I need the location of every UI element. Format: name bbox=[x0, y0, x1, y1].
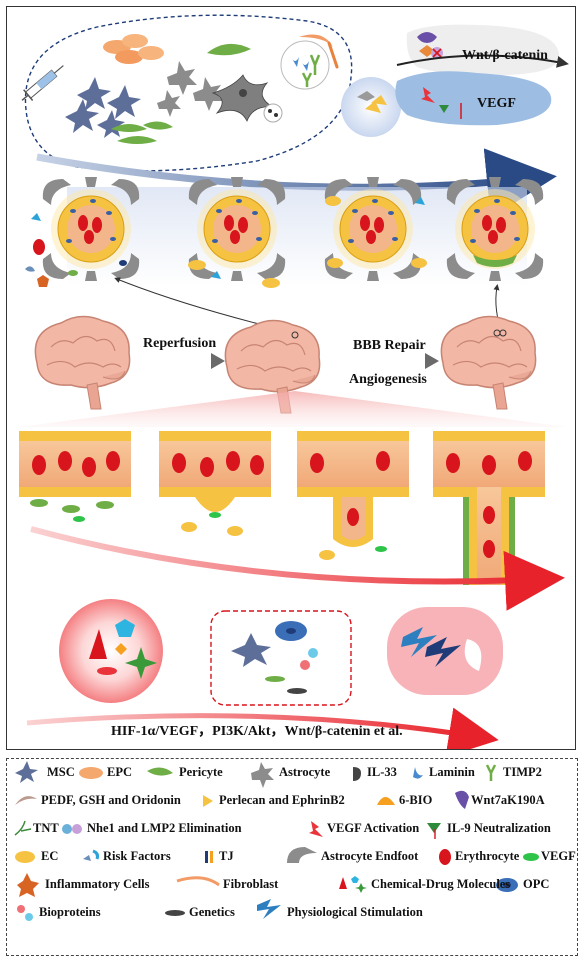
reperfusion-label: Reperfusion bbox=[143, 336, 216, 351]
chemical-drug-icon bbox=[339, 877, 347, 889]
legend-item-genetics: Genetics bbox=[189, 905, 235, 919]
legend-item-il9: IL-9 Neutralization bbox=[447, 821, 551, 835]
pericyte-cells bbox=[111, 121, 173, 144]
pathway-cloud bbox=[395, 24, 569, 126]
legend-item-wnt7a: Wnt7aK190A bbox=[471, 793, 545, 807]
angiogenesis-label: Angiogenesis bbox=[349, 372, 427, 387]
legend-item-perlecan: Perlecan and EphrinB2 bbox=[219, 793, 345, 807]
laminin-timp2-icon bbox=[280, 40, 330, 90]
stimulus-panel: HIF-1α/VEGF，PI3K/Akt，Wnt/β-catenin et al… bbox=[26, 599, 503, 749]
erythrocyte-icon bbox=[439, 849, 451, 865]
brain-icon-ischemic bbox=[34, 315, 131, 410]
vessel-tube-2 bbox=[159, 431, 271, 536]
legend-item-risk-factors: Risk Factors bbox=[103, 849, 171, 863]
tj-icon bbox=[205, 851, 208, 863]
legend-item-pedf: PEDF, GSH and Oridonin bbox=[41, 793, 181, 807]
drug-molecule-bubble bbox=[341, 77, 401, 137]
legend-item-epc: EPC bbox=[107, 765, 132, 779]
tnt-icon bbox=[14, 820, 32, 836]
chemical-drug-glow bbox=[59, 599, 163, 703]
il33-icon bbox=[353, 767, 361, 781]
vegf-icon bbox=[523, 853, 539, 861]
legend-item-tj: TJ bbox=[219, 849, 234, 863]
signaling-pathways-label: HIF-1α/VEGF，PI3K/Akt，Wnt/β-catenin et al… bbox=[111, 724, 403, 739]
scattered-damage-cells bbox=[25, 196, 427, 288]
pedf-icon bbox=[15, 796, 37, 805]
pericyte-large-icon bbox=[207, 43, 251, 56]
legend-item-tnt: TNT bbox=[33, 821, 59, 835]
epc-cells bbox=[103, 34, 164, 64]
perlecan-icon bbox=[203, 795, 213, 807]
il33-icon bbox=[263, 103, 283, 123]
legend-item-inflammatory: Inflammatory Cells bbox=[45, 877, 150, 891]
msc-icon bbox=[15, 761, 38, 783]
vessel-tube-4 bbox=[433, 431, 545, 585]
genetics-icon bbox=[165, 910, 185, 916]
legend-item-endfoot: Astrocyte Endfoot bbox=[321, 849, 419, 863]
wnt7a-icon bbox=[455, 790, 469, 809]
timp2-icon bbox=[485, 764, 497, 781]
legend-item-6bio: 6-BIO bbox=[399, 793, 433, 807]
legend-item-physiological: Physiological Stimulation bbox=[287, 905, 423, 919]
legend-icons bbox=[14, 761, 539, 921]
legend-item-msc: MSC bbox=[47, 765, 75, 779]
brain-row: Reperfusion BBB Repair Angiogenesis bbox=[34, 315, 537, 414]
main-figure-frame: Wnt/β-catenin VEGF bbox=[6, 6, 576, 750]
top-panel-stem-cell-therapy: Wnt/β-catenin VEGF bbox=[21, 14, 569, 218]
risk-factors-icon bbox=[92, 849, 99, 860]
pathway-vegf-label: VEGF bbox=[477, 96, 516, 111]
angiogenesis-panel bbox=[19, 391, 567, 611]
signaling-arrow bbox=[26, 707, 499, 749]
legend-item-pericyte: Pericyte bbox=[179, 765, 223, 779]
vessel-cross-section-row bbox=[25, 177, 544, 338]
epc-icon bbox=[79, 767, 103, 779]
vessel-tube-1 bbox=[19, 431, 131, 522]
vessel-tube-3 bbox=[297, 431, 409, 560]
legend-item-chemical-drug: Chemical-Drug Molecules bbox=[371, 877, 511, 891]
legend-item-erythrocyte: Erythrocyte bbox=[455, 849, 520, 863]
syringe-icon bbox=[21, 65, 64, 101]
msc-cells bbox=[65, 77, 141, 138]
physiological-stimulation-icon bbox=[257, 899, 281, 919]
inflammatory-cell-icon bbox=[17, 873, 39, 897]
legend-item-il33: IL-33 bbox=[367, 765, 397, 779]
endfoot-icon bbox=[287, 847, 317, 863]
bioproteins-icon bbox=[17, 905, 25, 913]
legend-item-astrocyte: Astrocyte bbox=[279, 765, 331, 779]
pathway-wnt-label: Wnt/β-catenin bbox=[462, 48, 548, 63]
legend-item-opc: OPC bbox=[523, 877, 550, 891]
main-figure-canvas: Wnt/β-catenin VEGF bbox=[19, 14, 569, 749]
fibroblast-icon bbox=[299, 34, 339, 69]
legend-item-fibroblast: Fibroblast bbox=[223, 877, 279, 891]
legend-item-bioproteins: Bioproteins bbox=[39, 905, 101, 919]
legend-item-timp2: TIMP2 bbox=[503, 765, 542, 779]
vegf-activation-icon bbox=[309, 821, 323, 837]
astrocyte-cells bbox=[157, 61, 223, 117]
laminin-icon bbox=[413, 767, 423, 779]
pericyte-icon bbox=[147, 767, 173, 776]
legend-box: MSC EPC Pericyte Astrocyte IL-33 Laminin… bbox=[6, 758, 578, 956]
bioprotein-genetics-box bbox=[210, 610, 352, 706]
ec-icon bbox=[15, 851, 35, 863]
il9-icon bbox=[427, 823, 441, 833]
angiogenesis-progress-arrow bbox=[30, 526, 565, 611]
legend-item-vegf: VEGF bbox=[541, 849, 576, 863]
bbb-repair-label: BBB Repair bbox=[353, 338, 426, 353]
astrocyte-icon bbox=[251, 762, 274, 788]
legend-item-ec: EC bbox=[41, 849, 59, 863]
stem-cell-cluster-bubble bbox=[24, 14, 353, 172]
legend-item-laminin: Laminin bbox=[429, 765, 475, 779]
legend-item-nhe1: Nhe1 and LMP2 Elimination bbox=[87, 821, 242, 835]
vessel-cross-section-4 bbox=[446, 177, 544, 281]
brain-icon-repaired bbox=[440, 315, 537, 410]
fibroblast-icon bbox=[176, 876, 220, 887]
legend-item-vegf-activation: VEGF Activation bbox=[327, 821, 420, 835]
6-bio-icon bbox=[377, 797, 395, 805]
nhe1-icon bbox=[62, 824, 72, 834]
